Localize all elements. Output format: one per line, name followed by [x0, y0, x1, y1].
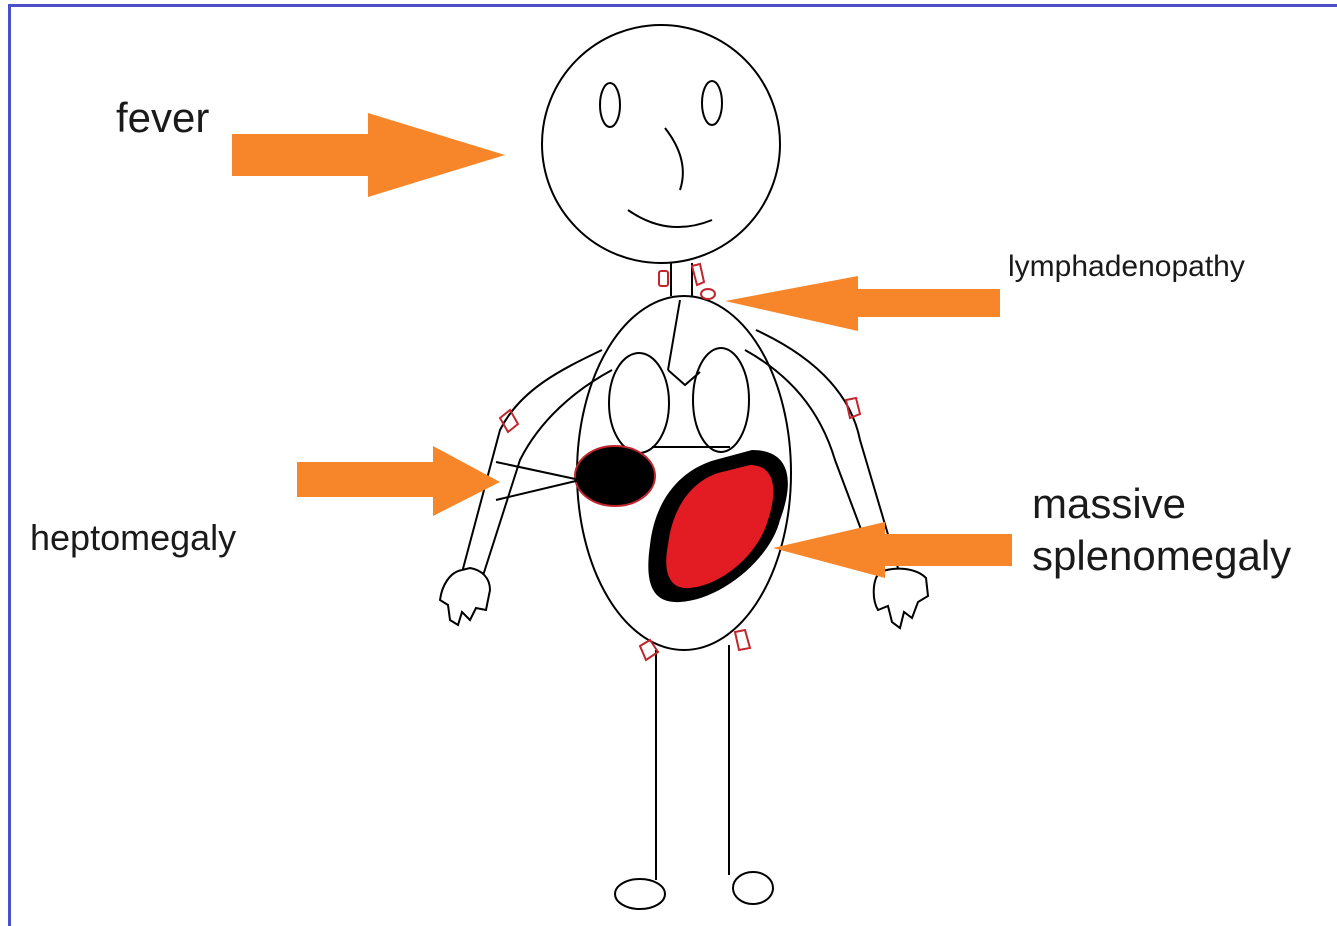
lymph-node-neck-right	[692, 264, 704, 285]
fever-arrow	[232, 113, 505, 197]
label-splenomegaly-line1: massive	[1032, 478, 1291, 530]
label-fever: fever	[116, 94, 209, 142]
trachea	[668, 300, 680, 370]
liver-shape	[575, 446, 655, 506]
lymph-node-clavicle	[701, 289, 715, 299]
left-foot	[615, 879, 665, 909]
left-lung	[609, 353, 669, 453]
heptomegaly-arrow	[297, 446, 500, 516]
mouth	[628, 210, 712, 227]
right-hand	[874, 569, 928, 628]
right-eye	[702, 81, 722, 125]
hepto-pointer-upper	[496, 462, 580, 480]
lymph-node-right-groin	[735, 630, 750, 650]
head-outline	[542, 25, 780, 263]
nose	[665, 128, 683, 190]
right-foot	[733, 872, 773, 904]
label-lymphadenopathy: lymphadenopathy	[1008, 250, 1245, 284]
lymph-node-neck-left	[659, 271, 668, 286]
spleen	[648, 450, 788, 602]
right-lung	[693, 348, 749, 452]
left-hand	[440, 568, 490, 625]
label-splenomegaly: massive splenomegaly	[1032, 478, 1291, 582]
lymph-node-left-axilla	[500, 410, 518, 432]
lymphadenopathy-arrow	[725, 276, 1000, 331]
liver	[575, 446, 655, 506]
head	[542, 25, 780, 263]
hepto-pointer-lower	[496, 480, 580, 500]
arrows	[232, 113, 1012, 578]
left-eye	[600, 83, 620, 127]
label-splenomegaly-line2: splenomegaly	[1032, 530, 1291, 582]
legs	[615, 645, 773, 909]
label-heptomegaly: heptomegaly	[30, 517, 236, 559]
